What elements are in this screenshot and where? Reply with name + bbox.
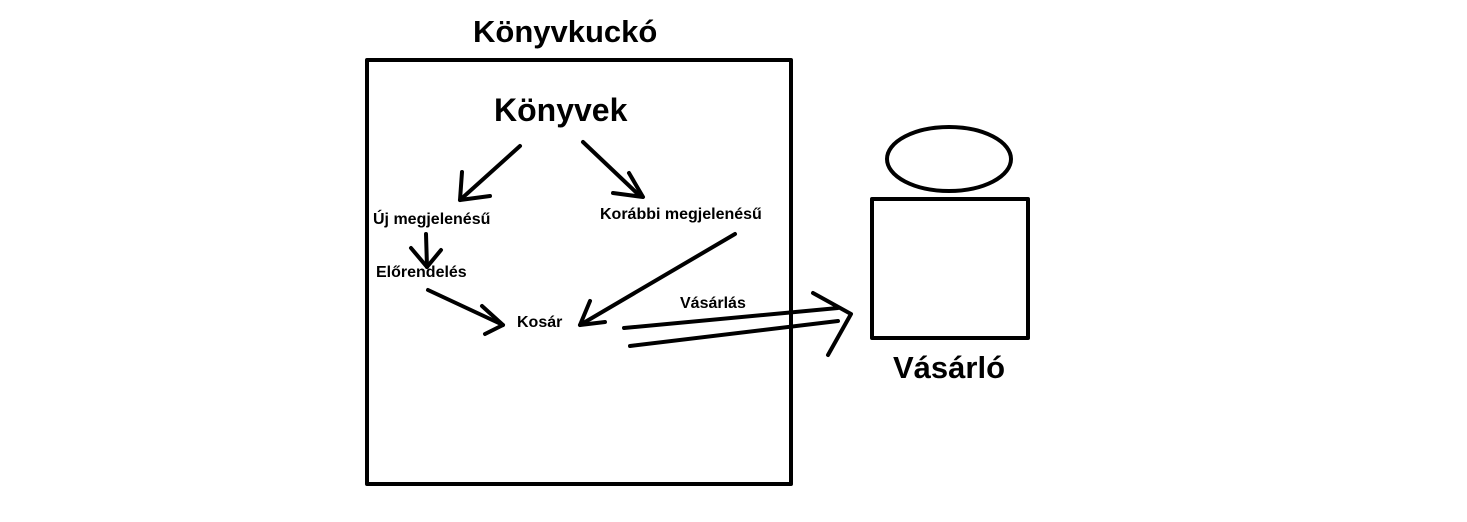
node-cart: Kosár (517, 314, 563, 331)
node-customer: Vásárló (893, 350, 1006, 385)
arrow-books-to-new-release (458, 144, 522, 202)
arrow-preorder-to-cart (426, 288, 505, 336)
node-preorder: Előrendelés (376, 264, 467, 281)
customer-body (870, 197, 1030, 340)
edge-label-purchase: Vásárlás (680, 295, 746, 312)
shop-frame (365, 58, 793, 486)
arrow-new-release-to-preorder (409, 232, 443, 269)
customer-head (885, 125, 1013, 193)
arrow-cart-to-customer (622, 291, 853, 357)
node-books: Könyvek (494, 92, 628, 128)
node-new-release: Új megjelenésű (373, 211, 491, 228)
arrow-books-to-earlier-release (581, 140, 645, 199)
diagram-title: Könyvkuckó (473, 14, 658, 49)
arrow-earlier-release-to-cart (578, 232, 737, 327)
node-earlier-release: Korábbi megjelenésű (600, 206, 762, 223)
